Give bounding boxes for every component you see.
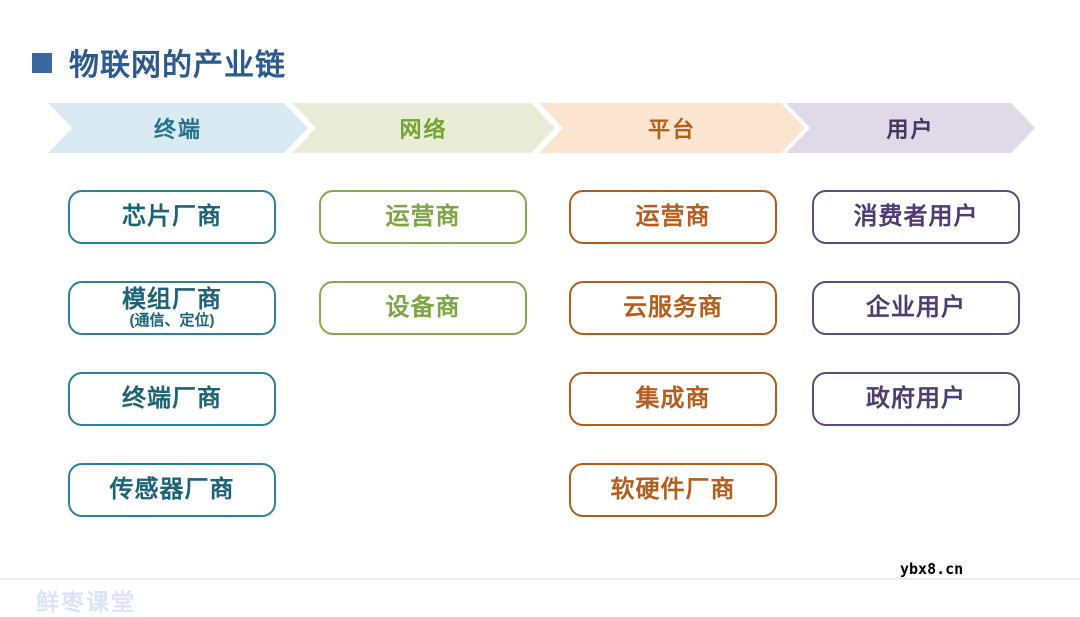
chain-box-platform-0: 运营商	[569, 190, 777, 244]
title-bullet-icon	[32, 53, 52, 73]
box-label: 设备商	[385, 294, 461, 322]
chain-stage-network: 网络	[292, 103, 555, 153]
chain-stage-band: 终端网络平台用户	[0, 103, 1080, 153]
watermark-site: ybx8.cn	[900, 560, 964, 578]
box-label: 消费者用户	[853, 203, 979, 231]
box-label: 集成商	[635, 385, 711, 413]
watermark-brand: 鲜枣课堂	[36, 589, 136, 615]
chain-stage-user: 用户	[786, 103, 1035, 153]
chain-box-network-0: 运营商	[319, 190, 527, 244]
box-label: 终端厂商	[122, 385, 222, 413]
chain-stage-platform: 平台	[539, 103, 805, 153]
page-title: 物联网的产业链	[69, 49, 286, 82]
chain-box-terminal-2: 终端厂商	[68, 372, 276, 426]
chain-box-user-0: 消费者用户	[812, 190, 1020, 244]
box-label: 企业用户	[866, 294, 966, 322]
chain-box-user-1: 企业用户	[812, 281, 1020, 335]
chain-box-terminal-0: 芯片厂商	[68, 190, 276, 244]
chain-column-network: 运营商设备商	[319, 190, 527, 372]
box-label: 软硬件厂商	[610, 476, 736, 504]
chain-box-terminal-3: 传感器厂商	[68, 463, 276, 517]
box-label: 云服务商	[623, 294, 723, 322]
box-label: 芯片厂商	[122, 203, 222, 231]
chain-box-terminal-1: 模组厂商(通信、定位)	[68, 281, 276, 335]
box-label: 模组厂商	[122, 285, 222, 313]
chain-column-user: 消费者用户企业用户政府用户	[812, 190, 1020, 463]
chain-box-platform-2: 集成商	[569, 372, 777, 426]
footer-divider	[0, 578, 1080, 580]
box-sublabel: (通信、定位)	[129, 311, 215, 329]
chain-box-platform-1: 云服务商	[569, 281, 777, 335]
chain-column-terminal: 芯片厂商模组厂商(通信、定位) 终端厂商传感器厂商	[68, 190, 276, 554]
slide-header: 物联网的产业链	[32, 40, 286, 84]
chain-stage-terminal: 终端	[48, 103, 308, 153]
chain-box-platform-3: 软硬件厂商	[569, 463, 777, 517]
chain-column-platform: 运营商云服务商集成商软硬件厂商	[569, 190, 777, 554]
box-label: 传感器厂商	[109, 476, 235, 504]
chain-box-network-1: 设备商	[319, 281, 527, 335]
box-label: 运营商	[385, 203, 461, 231]
box-label: 政府用户	[866, 385, 966, 413]
chain-box-user-2: 政府用户	[812, 372, 1020, 426]
box-label: 运营商	[635, 203, 711, 231]
